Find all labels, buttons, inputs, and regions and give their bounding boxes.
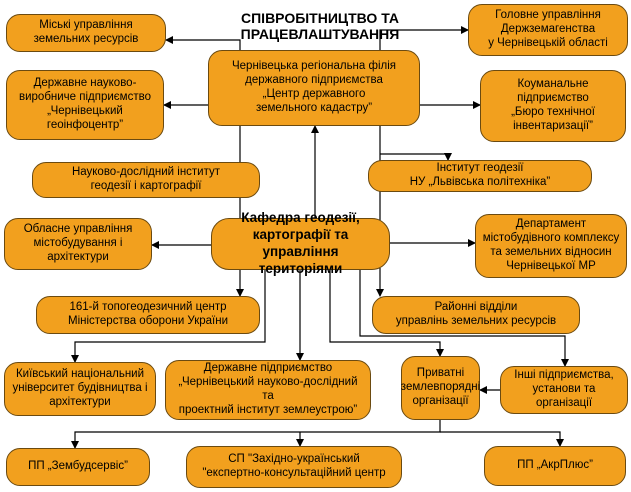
arrow-to-akrplius: [440, 431, 564, 447]
node-topocentr: 161-й топогеодезичний центр Міністерства…: [36, 296, 260, 334]
arrow-to-derzhzemagentstvo: [379, 26, 469, 222]
node-raionni-viddily: Районні відділи управлінь земельних ресу…: [372, 296, 580, 334]
node-nii-geodezii: Науково-дослідний інститут геодезії і ка…: [32, 162, 260, 198]
node-instytut-geodezii: Інститут геодезії НУ „Львівська політехн…: [368, 160, 592, 192]
node-oblasne-upravlinnia: Обласне управління містобудування і архі…: [4, 218, 152, 270]
node-departament: Департамент містобудівного комплексу та …: [475, 214, 627, 278]
node-zembudservis: ПП „Зембудсервіс”: [6, 448, 150, 486]
node-nii-zemleustroiu: Державне підприємство „Чернівецький наук…: [165, 360, 371, 420]
arrow-to-inshi: [359, 268, 569, 367]
arrow-to-pryvatni: [329, 268, 444, 357]
arrow-to-instytut-geodezii: [380, 153, 452, 161]
arrow-to-miski-upravlinnia: [165, 36, 241, 222]
arrow-to-knubia: [71, 268, 266, 363]
node-biuro-inventaryzatsii: Коуманальне підприємство „Бюро технічної…: [480, 70, 626, 142]
node-tsentr-kadastru: Чернівецька регіональна філія державного…: [208, 50, 420, 126]
node-derzhheoinfocentr: Державне науково- виробниче підприємство…: [6, 70, 164, 140]
node-miski-upravlinnia: Міські управління земельних ресурсів: [6, 14, 166, 52]
page-title: СПІВРОБІТНИЦТВО ТА ПРАЦЕВЛАШТУВАННЯ: [240, 10, 400, 42]
arrow-to-zembudservis: [71, 420, 441, 449]
node-akrplius: ПП „АкрПлюс”: [484, 446, 626, 486]
node-kafedra: Кафедра геодезії, картографії та управлі…: [211, 210, 390, 276]
node-zakhidno-ukrainskyi: СП "Західно-український "експертно-консу…: [186, 446, 402, 488]
node-derzhzemagentstvo: Головне управління Держземагенства у Чер…: [468, 4, 628, 56]
node-knubia: Київський національний університет будів…: [4, 362, 156, 416]
node-inshi: Інші підприємства, установи та організац…: [500, 366, 628, 414]
node-pryvatni: Приватні землевпорядні організації: [401, 356, 480, 420]
